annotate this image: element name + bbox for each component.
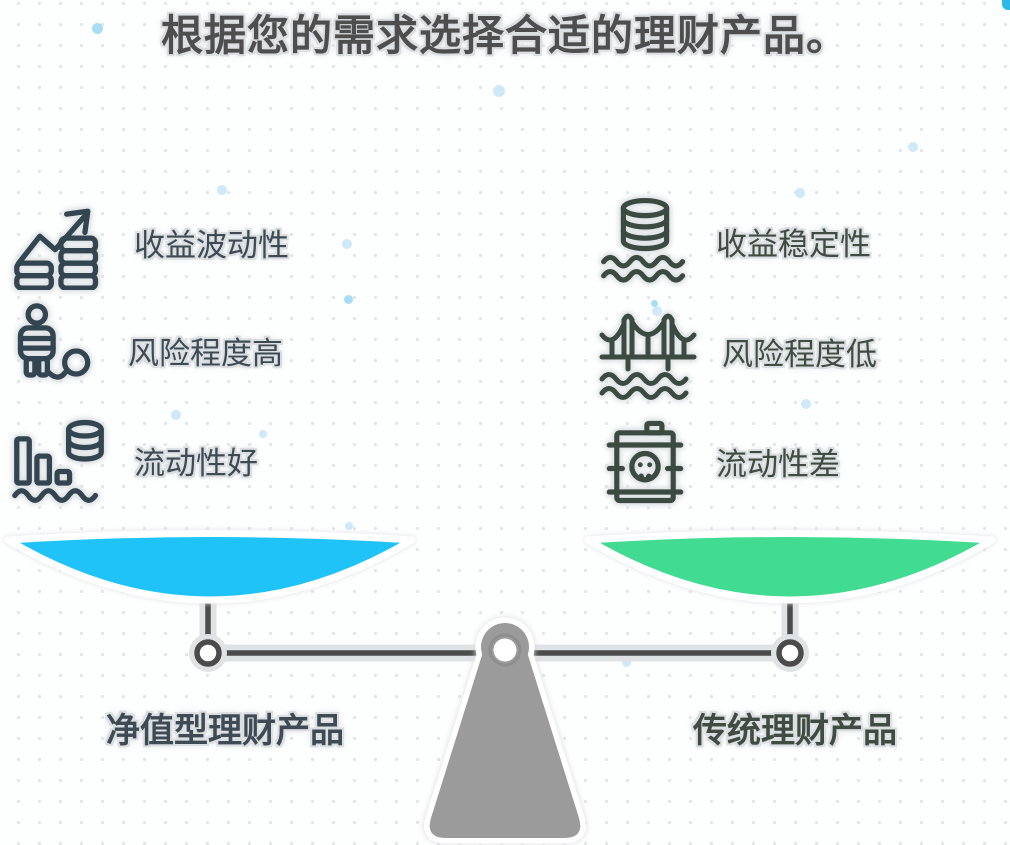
left-feature-volatility: 收益波动性 (8, 193, 289, 291)
accent-dot (493, 85, 505, 97)
prisoner-ball-chain-icon (8, 302, 104, 398)
left-pan (4, 530, 416, 604)
bars-coins-wave-icon (8, 412, 110, 508)
page-title: 根据您的需求选择合适的理财产品。 (160, 12, 849, 59)
accent-dot (622, 658, 631, 667)
left-feature-risk: 风险程度高 (8, 301, 283, 399)
toxic-barrel-skull-icon (598, 413, 692, 509)
growth-chart-coins-icon (8, 194, 110, 290)
accent-dot (908, 142, 918, 152)
fulcrum (424, 617, 586, 844)
accent-dot (217, 185, 227, 195)
coins-over-waves-icon (598, 191, 692, 291)
left-feature-liquidity: 流动性好 (8, 411, 258, 509)
right-feature-risk: 风险程度低 (598, 301, 877, 401)
feature-label: 风险程度高 (128, 335, 283, 371)
balance-scale (4, 530, 996, 844)
fulcrum-hole-rim (488, 633, 522, 667)
accent-dot (801, 399, 811, 409)
fulcrum-hole (493, 638, 517, 662)
left-ring-joint (189, 634, 227, 672)
right-ring-joint (771, 634, 809, 672)
feature-label: 风险程度低 (722, 336, 877, 372)
right-feature-stability: 收益稳定性 (598, 191, 871, 291)
accent-dot (651, 300, 658, 307)
left-pan-label: 净值型理财产品 (106, 712, 344, 750)
accent-dot (344, 295, 353, 304)
right-feature-liquidity: 流动性差 (598, 411, 840, 511)
feature-label: 流动性差 (716, 446, 840, 482)
bridge-over-waves-icon (598, 301, 698, 401)
accent-dot (262, 348, 271, 357)
accent-dot (345, 522, 353, 530)
feature-label: 收益稳定性 (716, 226, 871, 262)
accent-dot (342, 239, 352, 249)
accent-dot (652, 306, 662, 316)
accent-dot (92, 23, 103, 34)
feature-label: 流动性好 (134, 445, 258, 481)
accent-dot (171, 410, 181, 420)
right-pan (584, 530, 996, 604)
accent-dot (259, 430, 267, 438)
corner-accent (1002, 0, 1010, 10)
accent-dot (795, 188, 805, 198)
right-pan-label: 传统理财产品 (693, 712, 897, 750)
feature-label: 收益波动性 (134, 227, 289, 263)
